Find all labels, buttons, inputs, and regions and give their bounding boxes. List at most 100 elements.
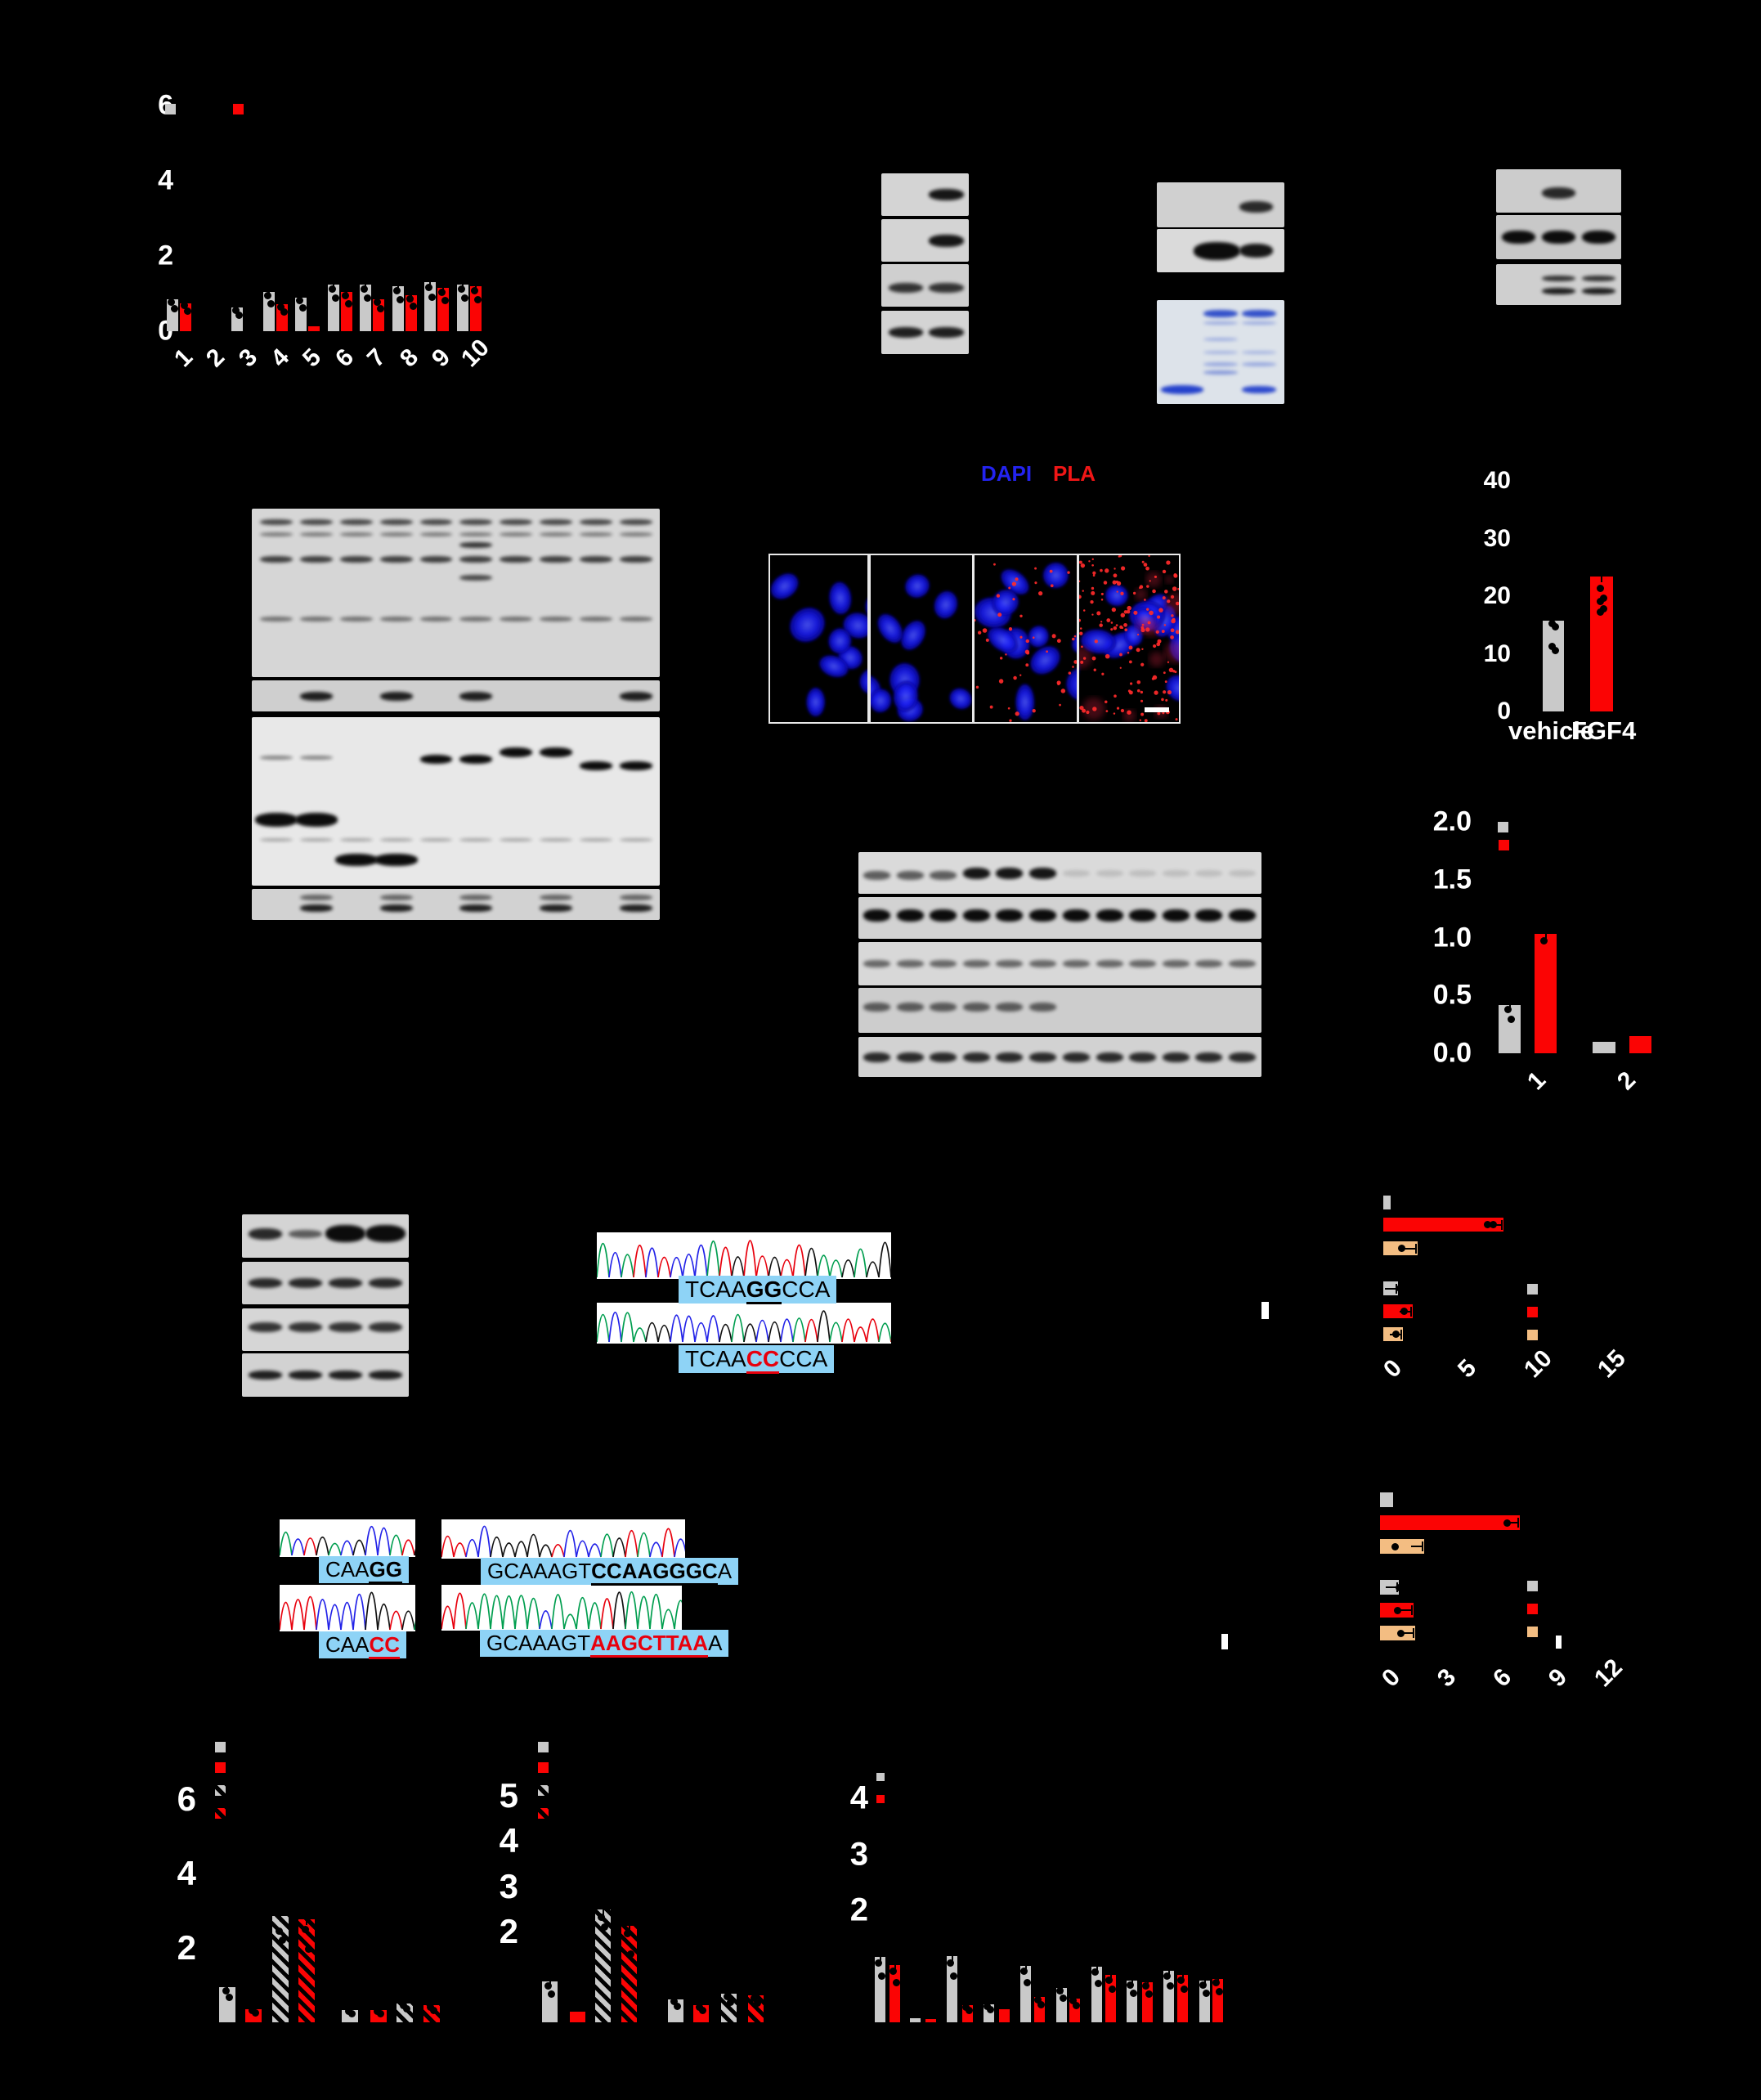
error-bar bbox=[397, 279, 399, 292]
blot-band bbox=[379, 616, 413, 621]
error-bar bbox=[378, 292, 379, 305]
blot-strip bbox=[242, 1262, 409, 1304]
blot-band bbox=[540, 904, 573, 913]
blot-band bbox=[930, 909, 957, 922]
blot-band bbox=[1096, 869, 1123, 877]
data-point bbox=[1037, 2000, 1045, 2008]
trace-peaks bbox=[597, 1310, 891, 1343]
axis-tick-label: 1 bbox=[169, 343, 199, 373]
sequence-bases: CCAAGGGC bbox=[591, 1559, 718, 1586]
error-bar-cap bbox=[1400, 1329, 1402, 1339]
error-bar-cap bbox=[329, 277, 338, 280]
error-bar-cap bbox=[374, 292, 383, 294]
data-point bbox=[966, 2007, 973, 2015]
error-bar-cap bbox=[1410, 1306, 1413, 1317]
blot-band bbox=[1582, 231, 1615, 244]
axis-tick-label: 4 bbox=[499, 1821, 518, 1860]
data-point bbox=[428, 293, 436, 301]
sequence-label: GCAAAGTCCAAGGGCA bbox=[481, 1558, 739, 1586]
error-bar-cap bbox=[1412, 1628, 1414, 1638]
blot-band bbox=[1542, 288, 1575, 294]
sequence-bases: TCAA bbox=[685, 1346, 746, 1371]
axis-tick-label: 4 bbox=[158, 164, 173, 196]
blot-band bbox=[459, 555, 493, 563]
blot-band bbox=[379, 838, 413, 842]
data-point bbox=[601, 1923, 608, 1931]
data-point bbox=[276, 303, 285, 311]
error-bar-cap bbox=[439, 281, 447, 284]
data-point bbox=[1130, 1990, 1137, 1998]
axis-tick-label: 0 bbox=[1377, 1663, 1406, 1693]
data-point bbox=[1508, 1015, 1515, 1023]
error-bar bbox=[1203, 1974, 1206, 1987]
microscopy-image bbox=[768, 554, 869, 724]
blot-band bbox=[620, 904, 652, 913]
blot-band bbox=[500, 532, 533, 537]
blot-band bbox=[540, 616, 573, 621]
data-point bbox=[1212, 1979, 1220, 1987]
blot-band bbox=[1242, 385, 1276, 393]
axis-tick-label: 0.0 bbox=[1432, 1037, 1472, 1069]
blot-band bbox=[325, 1225, 365, 1243]
error-bar-cap bbox=[1070, 1991, 1079, 1994]
legend-swatch bbox=[1527, 1581, 1538, 1591]
blot-band bbox=[930, 960, 957, 967]
trace-peaks bbox=[280, 1591, 415, 1631]
blot-band bbox=[1161, 384, 1204, 394]
error-bar-cap bbox=[1106, 1968, 1115, 1971]
blot-strip bbox=[252, 889, 660, 920]
blot-band bbox=[930, 870, 957, 880]
data-point bbox=[1073, 2001, 1080, 2009]
blot-band bbox=[580, 555, 613, 563]
blot-band bbox=[419, 532, 453, 537]
data-point bbox=[402, 2005, 410, 2013]
data-point bbox=[699, 2006, 706, 2014]
data-point bbox=[263, 292, 271, 300]
data-point bbox=[304, 1945, 312, 1953]
blot-band bbox=[863, 1052, 890, 1062]
blot-strip bbox=[1496, 169, 1621, 213]
blot-band bbox=[620, 895, 652, 901]
blot-band bbox=[1163, 869, 1190, 877]
legend-swatch bbox=[1527, 1284, 1538, 1295]
significance-marker bbox=[1221, 1634, 1228, 1649]
blot-band bbox=[580, 532, 613, 537]
blot-band bbox=[1193, 241, 1240, 260]
blot-band bbox=[379, 904, 413, 913]
data-point bbox=[889, 1967, 897, 1975]
data-point bbox=[376, 2009, 384, 2017]
axis-tick-label: 6 bbox=[330, 343, 360, 373]
data-bar bbox=[910, 2017, 921, 2022]
data-point bbox=[1396, 1583, 1404, 1591]
data-point bbox=[275, 1927, 283, 1936]
blot-band bbox=[896, 960, 924, 967]
error-bar-cap bbox=[249, 2002, 258, 2004]
legend-swatch bbox=[215, 1742, 226, 1752]
data-point bbox=[1391, 1542, 1399, 1550]
blot-band bbox=[1195, 960, 1223, 967]
blot-band bbox=[259, 532, 293, 537]
blot-band bbox=[620, 616, 652, 621]
error-bar-cap bbox=[168, 292, 177, 294]
axis-tick-label: 1.5 bbox=[1432, 864, 1472, 895]
axis-tick-label: 10 bbox=[456, 334, 495, 373]
blot-band bbox=[365, 1225, 406, 1243]
sequence-bases: CCA bbox=[779, 1346, 828, 1371]
blot-band bbox=[1029, 867, 1057, 879]
blot-band bbox=[1129, 869, 1156, 877]
error-bar bbox=[1508, 998, 1511, 1011]
axis-tick-label: 2 bbox=[499, 1912, 518, 1950]
blot-band bbox=[419, 838, 453, 842]
blot-band bbox=[540, 747, 573, 758]
error-bar-cap bbox=[278, 297, 286, 299]
blot-band bbox=[1029, 1002, 1057, 1012]
data-point bbox=[222, 1986, 230, 1995]
error-bar bbox=[549, 1975, 551, 1988]
data-point bbox=[424, 283, 432, 291]
blot-strip bbox=[252, 680, 660, 711]
error-bar bbox=[1060, 1981, 1063, 1994]
data-bar bbox=[999, 2009, 1010, 2022]
error-bar bbox=[236, 301, 238, 314]
data-point bbox=[1109, 1986, 1116, 1994]
